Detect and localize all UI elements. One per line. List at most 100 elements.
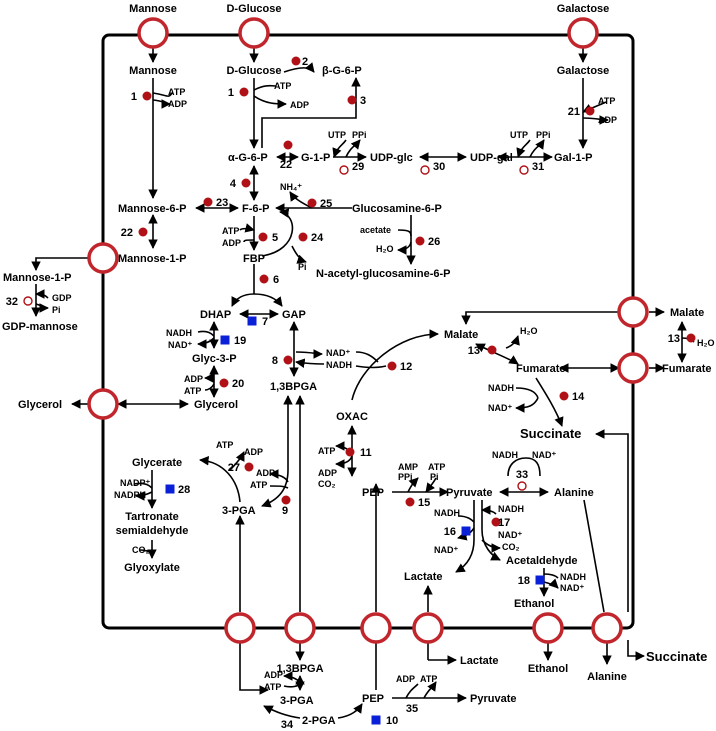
udp-glc: UDP-glc xyxy=(370,152,413,164)
enzyme-34-label: 34 xyxy=(281,719,294,731)
fbp: FBP xyxy=(243,253,265,265)
ext-mannose: Mannose xyxy=(129,3,177,15)
enzyme-29-open-dot xyxy=(339,165,349,175)
transporter-fumarate xyxy=(617,352,649,384)
nad-33: NAD⁺ xyxy=(532,450,556,460)
enzyme-15-marker: 15 xyxy=(405,497,430,509)
glucosamine-6-p: Glucosamine-6-P xyxy=(352,203,442,215)
ext-3pga: 3-PGA xyxy=(280,695,314,707)
g1p: G-1-P xyxy=(301,152,330,164)
co2-11: CO₂ xyxy=(318,479,336,489)
glycerol: Glycerol xyxy=(194,399,238,411)
adp-20: ADP xyxy=(184,374,203,384)
enzyme-32-open-dot xyxy=(23,296,33,306)
enzyme-24-marker: 24 xyxy=(298,232,324,244)
enzyme-22-marker: 22 xyxy=(280,140,293,171)
enzyme-26-label: 26 xyxy=(428,236,440,248)
enzyme-6-dot xyxy=(259,274,269,284)
adp-9: ADP xyxy=(256,468,275,478)
adp-21: ADP xyxy=(598,115,617,125)
enzyme-33-marker: 33 xyxy=(516,469,528,491)
acetaldehyde: Acetaldehyde xyxy=(506,555,578,567)
enzyme-29-marker: 29 xyxy=(339,161,364,175)
glycerate: Glycerate xyxy=(132,457,182,469)
enzyme-26-dot xyxy=(415,236,425,246)
ext-2pga: 2-PGA xyxy=(302,715,336,727)
enzyme-22-dot xyxy=(283,140,293,150)
enzyme-18-square xyxy=(535,575,545,585)
transporter-lactate xyxy=(412,612,444,644)
nadh-17: NADH xyxy=(498,504,524,514)
adp-27: ADP xyxy=(244,447,263,457)
enzyme-13-dot xyxy=(686,333,696,343)
nad-8: NAD⁺ xyxy=(326,348,350,358)
enzyme-22-label: 22 xyxy=(280,159,292,171)
atp-9: ATP xyxy=(250,480,267,490)
enzyme-25-marker: 25 xyxy=(307,198,332,210)
external-metabolites: Mannose D-Glucose Galactose Mannose-1-P … xyxy=(2,3,715,727)
galactose: Galactose xyxy=(557,65,610,77)
enzyme-12-marker: 12 xyxy=(387,361,412,373)
enzyme-25-dot xyxy=(307,198,317,208)
transporter-3pga xyxy=(224,612,256,644)
utp-29: UTP xyxy=(328,130,346,140)
enzyme-8-label: 8 xyxy=(272,355,278,367)
enzyme-28-label: 28 xyxy=(178,484,190,496)
adp-5: ADP xyxy=(222,238,241,248)
udp-gal: UDP-gal xyxy=(470,152,513,164)
enzyme-34-marker: 34 xyxy=(281,719,294,731)
atp-1: ATP xyxy=(168,87,185,97)
nad-18: NAD⁺ xyxy=(560,583,584,593)
mannose: Mannose xyxy=(129,65,177,77)
enzyme-5-dot xyxy=(258,232,268,242)
enzyme-32-label: 32 xyxy=(6,296,18,308)
enzyme-11-label: 11 xyxy=(360,447,372,459)
enzyme-6-label: 6 xyxy=(273,274,279,286)
ext-lactate: Lactate xyxy=(460,655,499,667)
enzyme-1-dot xyxy=(142,91,152,101)
ext-glycerol: Glycerol xyxy=(18,399,62,411)
ext-gdp: GDP xyxy=(52,293,72,303)
ppi-29: PPi xyxy=(352,130,367,140)
enzyme-1-marker: 1 xyxy=(131,91,152,103)
enzyme-30-marker: 30 xyxy=(420,161,445,175)
enzyme-19-label: 19 xyxy=(234,335,246,347)
fumarate: Fumarate xyxy=(516,363,566,375)
ext-dglucose: D-Glucose xyxy=(226,3,281,15)
ext-pi: Pi xyxy=(52,305,61,315)
enzyme-4-marker: 4 xyxy=(230,178,251,190)
nad-17: NAD⁺ xyxy=(498,530,522,540)
nadp-28: NADP⁺ xyxy=(120,478,151,488)
enzyme-7-square xyxy=(247,316,257,326)
ext-h2o: H₂O xyxy=(697,338,715,348)
h2o-13: H₂O xyxy=(520,326,538,336)
enzyme-28-square xyxy=(165,484,175,494)
ppi-31: PPi xyxy=(536,130,551,140)
lactate: Lactate xyxy=(404,571,443,583)
enzyme-29-label: 29 xyxy=(352,161,364,173)
enzyme-31-marker: 31 xyxy=(519,161,544,175)
ethanol: Ethanol xyxy=(514,598,554,610)
atp-15: ATP xyxy=(428,462,445,472)
ext-pep: PEP xyxy=(362,693,384,705)
enzyme-17-marker: 17 xyxy=(491,517,510,529)
nadh-33: NADH xyxy=(492,450,518,460)
transporter-bpga xyxy=(284,612,316,644)
enzyme-27-marker: 27 xyxy=(228,462,254,474)
adp-1: ADP xyxy=(168,99,187,109)
alanine: Alanine xyxy=(554,487,594,499)
enzyme-1-label: 1 xyxy=(131,91,137,103)
enzyme-8-dot xyxy=(283,355,293,365)
bpga: 1,3BPGA xyxy=(270,381,317,393)
dglucose: D-Glucose xyxy=(226,65,281,77)
transporter-alanine xyxy=(591,612,623,644)
mannose-1-p: Mannose-1-P xyxy=(118,253,186,265)
transporter-galactose xyxy=(567,17,599,49)
enzyme-13-label: 13 xyxy=(668,333,680,345)
nadh-18: NADH xyxy=(560,572,586,582)
enzyme-21-label: 21 xyxy=(568,106,580,118)
transporter-malate xyxy=(617,296,649,328)
pi-24: Pi xyxy=(298,262,307,272)
ext-galactose: Galactose xyxy=(557,3,610,15)
enzyme-23-dot xyxy=(203,197,213,207)
